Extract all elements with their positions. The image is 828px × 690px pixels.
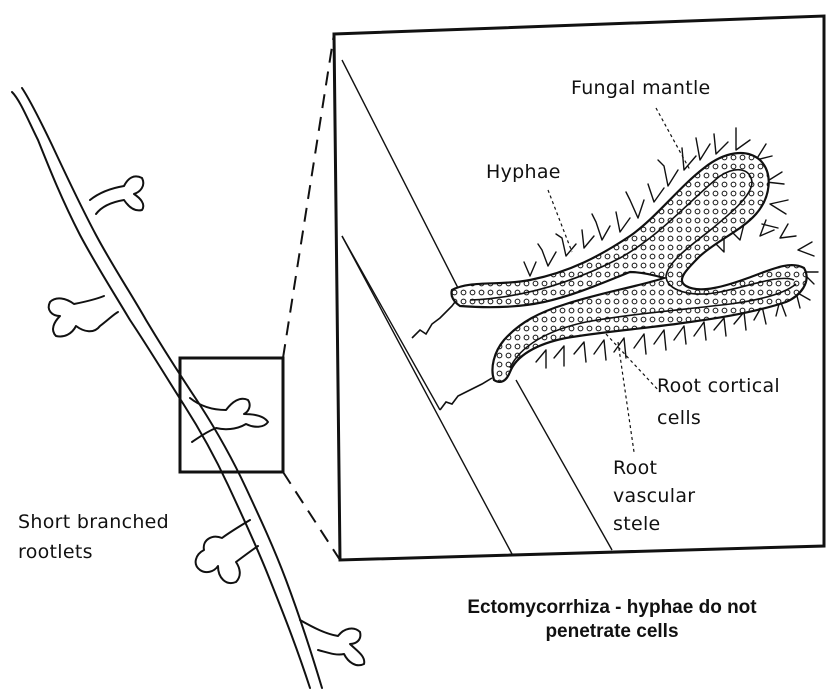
rootlet-left <box>49 296 118 337</box>
label-root-vascular-line1: Root <box>613 456 657 480</box>
projection-lines <box>283 34 340 560</box>
magnify-selection-box <box>180 358 283 472</box>
label-root-cortical-line2: cells <box>657 406 701 430</box>
rootlet-bottom <box>300 620 364 665</box>
caption-line2: penetrate cells <box>400 620 824 644</box>
rootlet-in-box <box>190 398 268 442</box>
label-root-cortical-line1: Root cortical <box>657 374 780 398</box>
label-fungal-mantle: Fungal mantle <box>571 76 711 100</box>
label-root-vascular-line3: stele <box>613 512 661 536</box>
caption: Ectomycorrhiza - hyphae do not penetrate… <box>400 596 824 644</box>
label-hyphae: Hyphae <box>486 160 561 184</box>
label-root-vascular-line2: vascular <box>613 484 695 508</box>
main-root-left-edge <box>12 92 310 688</box>
label-short-branched-line1: Short branched <box>18 510 169 534</box>
root-overview <box>12 88 364 688</box>
caption-line1: Ectomycorrhiza - hyphae do not <box>400 596 824 620</box>
label-short-branched-line2: rootlets <box>18 540 93 564</box>
rootlet-upper-right <box>90 176 143 214</box>
